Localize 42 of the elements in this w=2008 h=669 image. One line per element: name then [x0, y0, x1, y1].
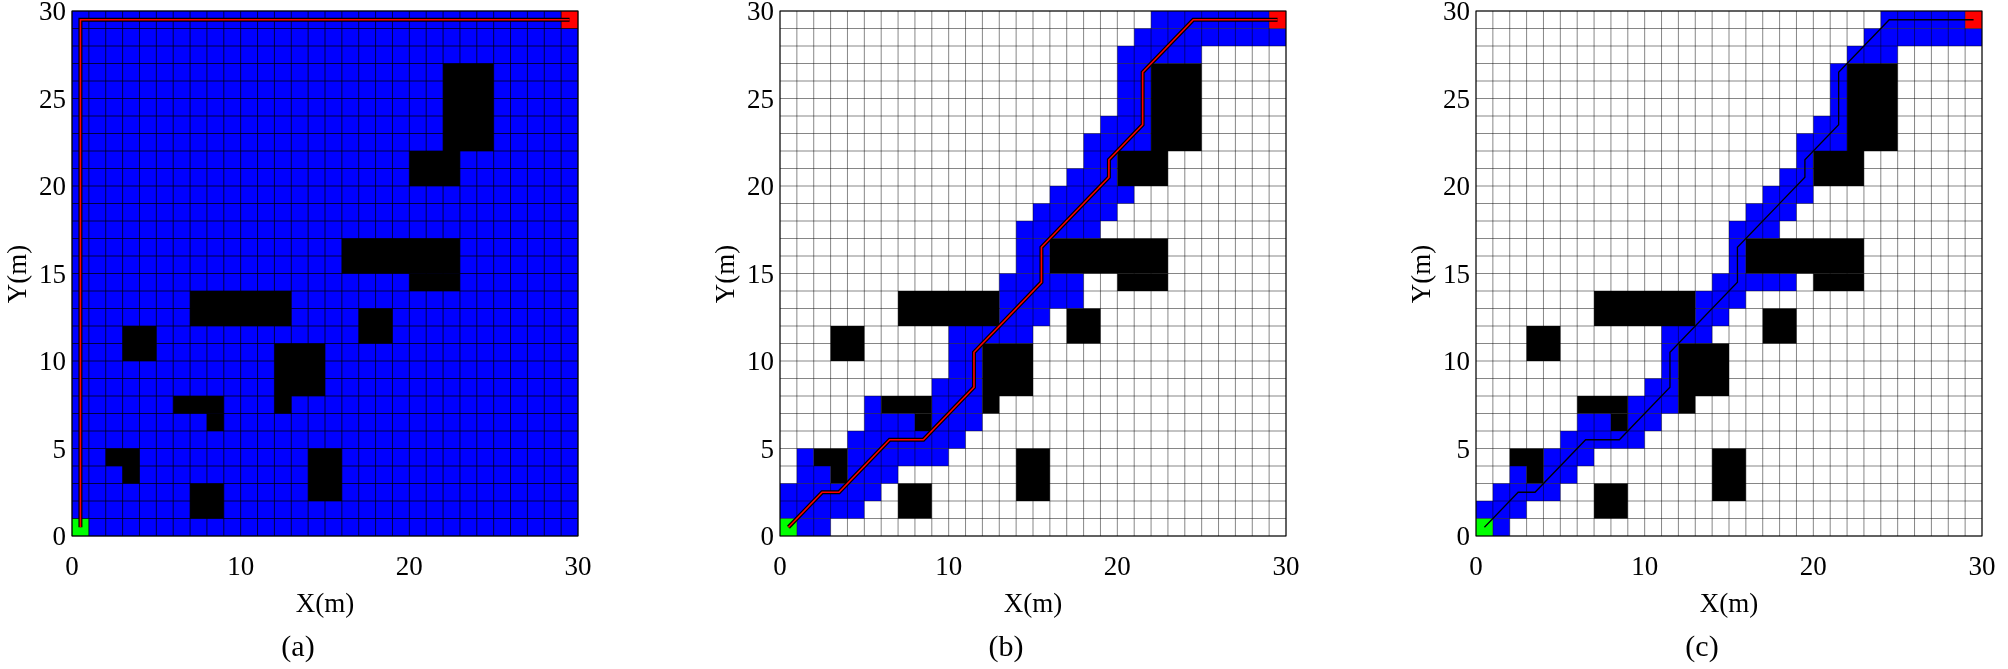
tick-label: 10	[227, 552, 255, 580]
tick-label: 20	[1103, 552, 1131, 580]
tick-label: 20	[395, 552, 423, 580]
tick-label: 10	[935, 552, 963, 580]
tick-label: 0	[760, 522, 774, 550]
tick-label: 20	[39, 172, 66, 200]
axis-title: Y(m)	[3, 244, 31, 303]
tick-label: 25	[747, 85, 774, 112]
tick-label: 30	[1272, 552, 1300, 580]
tick-label: 20	[1799, 552, 1827, 580]
panel-label: (a)	[281, 631, 315, 661]
axis-title: Y(m)	[711, 244, 739, 303]
tick-label: 15	[1443, 260, 1470, 287]
tick-label: 0	[773, 552, 787, 580]
tick-label: 30	[564, 552, 592, 580]
tick-label: 20	[1443, 172, 1470, 200]
tick-label: 20	[747, 172, 774, 200]
tick-label: 10	[1443, 347, 1470, 375]
tick-label: 5	[1456, 435, 1470, 462]
tick-label: 0	[52, 522, 66, 550]
tick-label: 30	[39, 0, 66, 25]
panel-label: (c)	[1685, 631, 1719, 661]
tick-label: 0	[1456, 522, 1470, 550]
axis-title: X(m)	[1003, 589, 1063, 617]
tick-label: 25	[1443, 85, 1470, 112]
axis-title: Y(m)	[1407, 244, 1435, 303]
tick-label: 15	[747, 260, 774, 287]
tick-label: 10	[39, 347, 66, 375]
tick-label: 15	[39, 260, 66, 287]
axis-title: X(m)	[1699, 589, 1759, 617]
tick-label: 5	[52, 435, 66, 462]
tick-label: 5	[760, 435, 774, 462]
panel-label: (b)	[988, 631, 1024, 661]
tick-label: 10	[1631, 552, 1659, 580]
tick-label: 30	[747, 0, 774, 25]
tick-label: 10	[747, 347, 774, 375]
tick-label: 25	[39, 85, 66, 112]
tick-label: 30	[1443, 0, 1470, 25]
tick-label: 0	[1469, 552, 1483, 580]
tick-label: 30	[1968, 552, 1996, 580]
tick-label: 0	[65, 552, 79, 580]
axis-title: X(m)	[295, 589, 355, 617]
